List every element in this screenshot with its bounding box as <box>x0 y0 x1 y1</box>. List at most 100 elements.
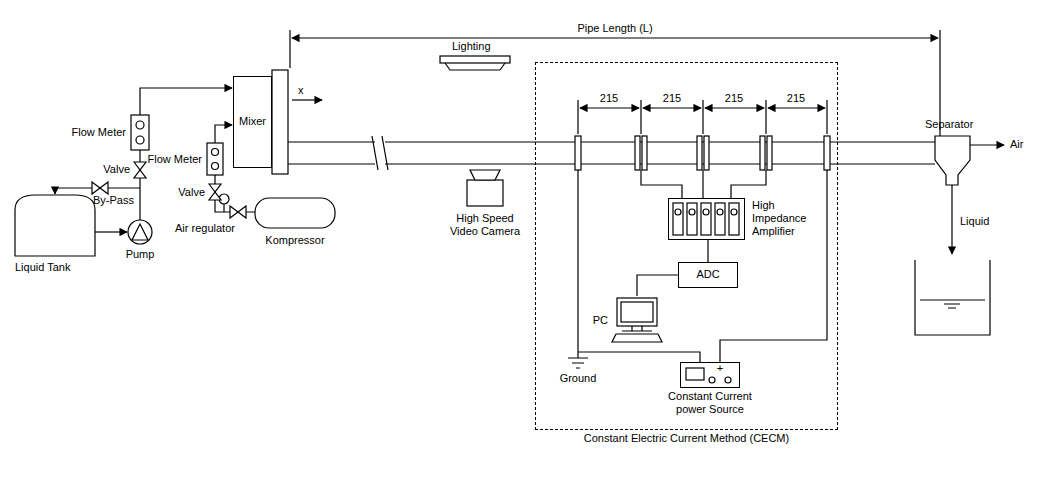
polarity-mark: + <box>717 362 723 375</box>
valve-symbol <box>209 184 221 200</box>
power-source-panel <box>725 377 731 383</box>
electrode-ring <box>642 136 647 170</box>
power-source-panel <box>686 368 731 383</box>
dimension-label: 215 <box>600 92 618 105</box>
liquid-tank <box>15 195 95 256</box>
dimension-line <box>578 100 827 134</box>
electrode-ring <box>575 136 581 170</box>
node-label: High Impedance Amplifier <box>752 199 814 239</box>
amplifier-knobs <box>673 203 683 235</box>
signal-wire <box>702 170 703 198</box>
compressor-tank <box>255 198 335 228</box>
part-label: High Speed Video Camera <box>445 212 525 238</box>
amplifier-knobs <box>675 209 681 215</box>
electrode-ring <box>760 136 765 170</box>
part-label: Flow Meter <box>72 126 126 139</box>
camera-lens <box>470 170 500 180</box>
pipe-flange <box>272 70 288 174</box>
lighting-lamp <box>440 56 510 63</box>
amplifier-knobs <box>687 203 697 235</box>
amplifier-knobs <box>703 209 709 215</box>
dimension-line <box>290 30 940 136</box>
node-label: Constant Electric Current Method (CECM) <box>537 432 837 445</box>
liquid-container <box>915 260 990 335</box>
part-label: Valve <box>103 163 130 176</box>
separator-unit <box>915 136 1004 335</box>
pipe-break <box>372 136 388 170</box>
electrode-ring <box>697 136 702 170</box>
dimension-line <box>705 107 764 108</box>
mixer-box: Mixer <box>233 76 272 168</box>
flow-meter <box>207 143 223 175</box>
flow-meter <box>212 163 219 170</box>
dimension-line <box>580 107 639 108</box>
pc-computer <box>621 302 653 322</box>
electrode-ring <box>635 136 640 170</box>
electrode-ring <box>704 136 709 170</box>
separator-body <box>935 136 970 185</box>
adc-box: ADC <box>678 262 738 288</box>
dimension-line <box>643 107 701 108</box>
pc-computer <box>622 326 652 331</box>
test-pipe <box>272 30 940 174</box>
dimension-line <box>768 107 825 108</box>
amplifier-box: High Impedance Amplifier <box>668 198 745 240</box>
amplifier-knobs <box>729 203 739 235</box>
part-label: Liquid Tank <box>15 261 70 274</box>
part-label: Air regulator <box>175 222 235 235</box>
node-label: Constant Current power Source <box>655 390 765 416</box>
part-label: Lighting <box>452 40 491 53</box>
node-label: PC <box>593 314 608 327</box>
camera-body <box>467 180 503 206</box>
dimension-label: 215 <box>787 92 805 105</box>
flow-meter <box>136 136 144 144</box>
dimension-label: Pipe Length (L) <box>577 22 652 35</box>
part-label: Valve <box>178 186 205 199</box>
pc-computer <box>612 298 662 342</box>
pump-symbol <box>132 224 148 240</box>
dimension-label: 215 <box>725 92 743 105</box>
liquid-outlet <box>951 185 952 254</box>
signal-connector <box>707 240 708 262</box>
regulator-valve <box>230 206 246 218</box>
electrode-ring <box>824 136 830 170</box>
lighting-lamp <box>445 63 505 70</box>
axis-label: x <box>298 84 304 97</box>
flow-meter <box>136 121 144 129</box>
pc-computer: PC <box>612 296 662 342</box>
part-label: Kompressor <box>265 234 324 247</box>
axis-arrow <box>292 99 322 100</box>
power-source-box: Constant Current power Source <box>680 362 740 388</box>
air-outlet <box>970 144 1004 145</box>
part-label: Ground <box>560 372 597 385</box>
power-source-panel <box>709 377 715 383</box>
signal-wire <box>731 170 766 198</box>
dimension-label: 215 <box>663 92 681 105</box>
setup-drawing <box>15 30 1004 383</box>
optics <box>440 56 510 206</box>
amplifier-knobs <box>673 203 739 235</box>
electrodes <box>575 100 830 170</box>
box-label: Mixer <box>234 115 271 128</box>
pc-computer <box>617 298 657 326</box>
valve-symbol <box>92 182 108 194</box>
signal-wire <box>641 170 682 198</box>
amplifier-knobs <box>715 203 725 235</box>
amplifier-knobs <box>701 203 711 235</box>
valve-symbol <box>134 162 146 178</box>
pc-computer <box>612 334 662 342</box>
part-label: By-Pass <box>93 194 134 207</box>
amplifier-knobs <box>689 209 695 215</box>
liquid-level <box>920 300 985 308</box>
flow-meter <box>131 115 149 150</box>
dimension-line <box>292 37 938 38</box>
pressure-gauge <box>223 204 224 212</box>
box-label: ADC <box>679 268 737 281</box>
signal-connector <box>637 275 678 296</box>
pump-symbol <box>128 220 152 244</box>
pump-inlet <box>95 231 127 232</box>
flow-label: Air <box>1010 138 1023 151</box>
part-label: Flow Meter <box>148 153 202 166</box>
